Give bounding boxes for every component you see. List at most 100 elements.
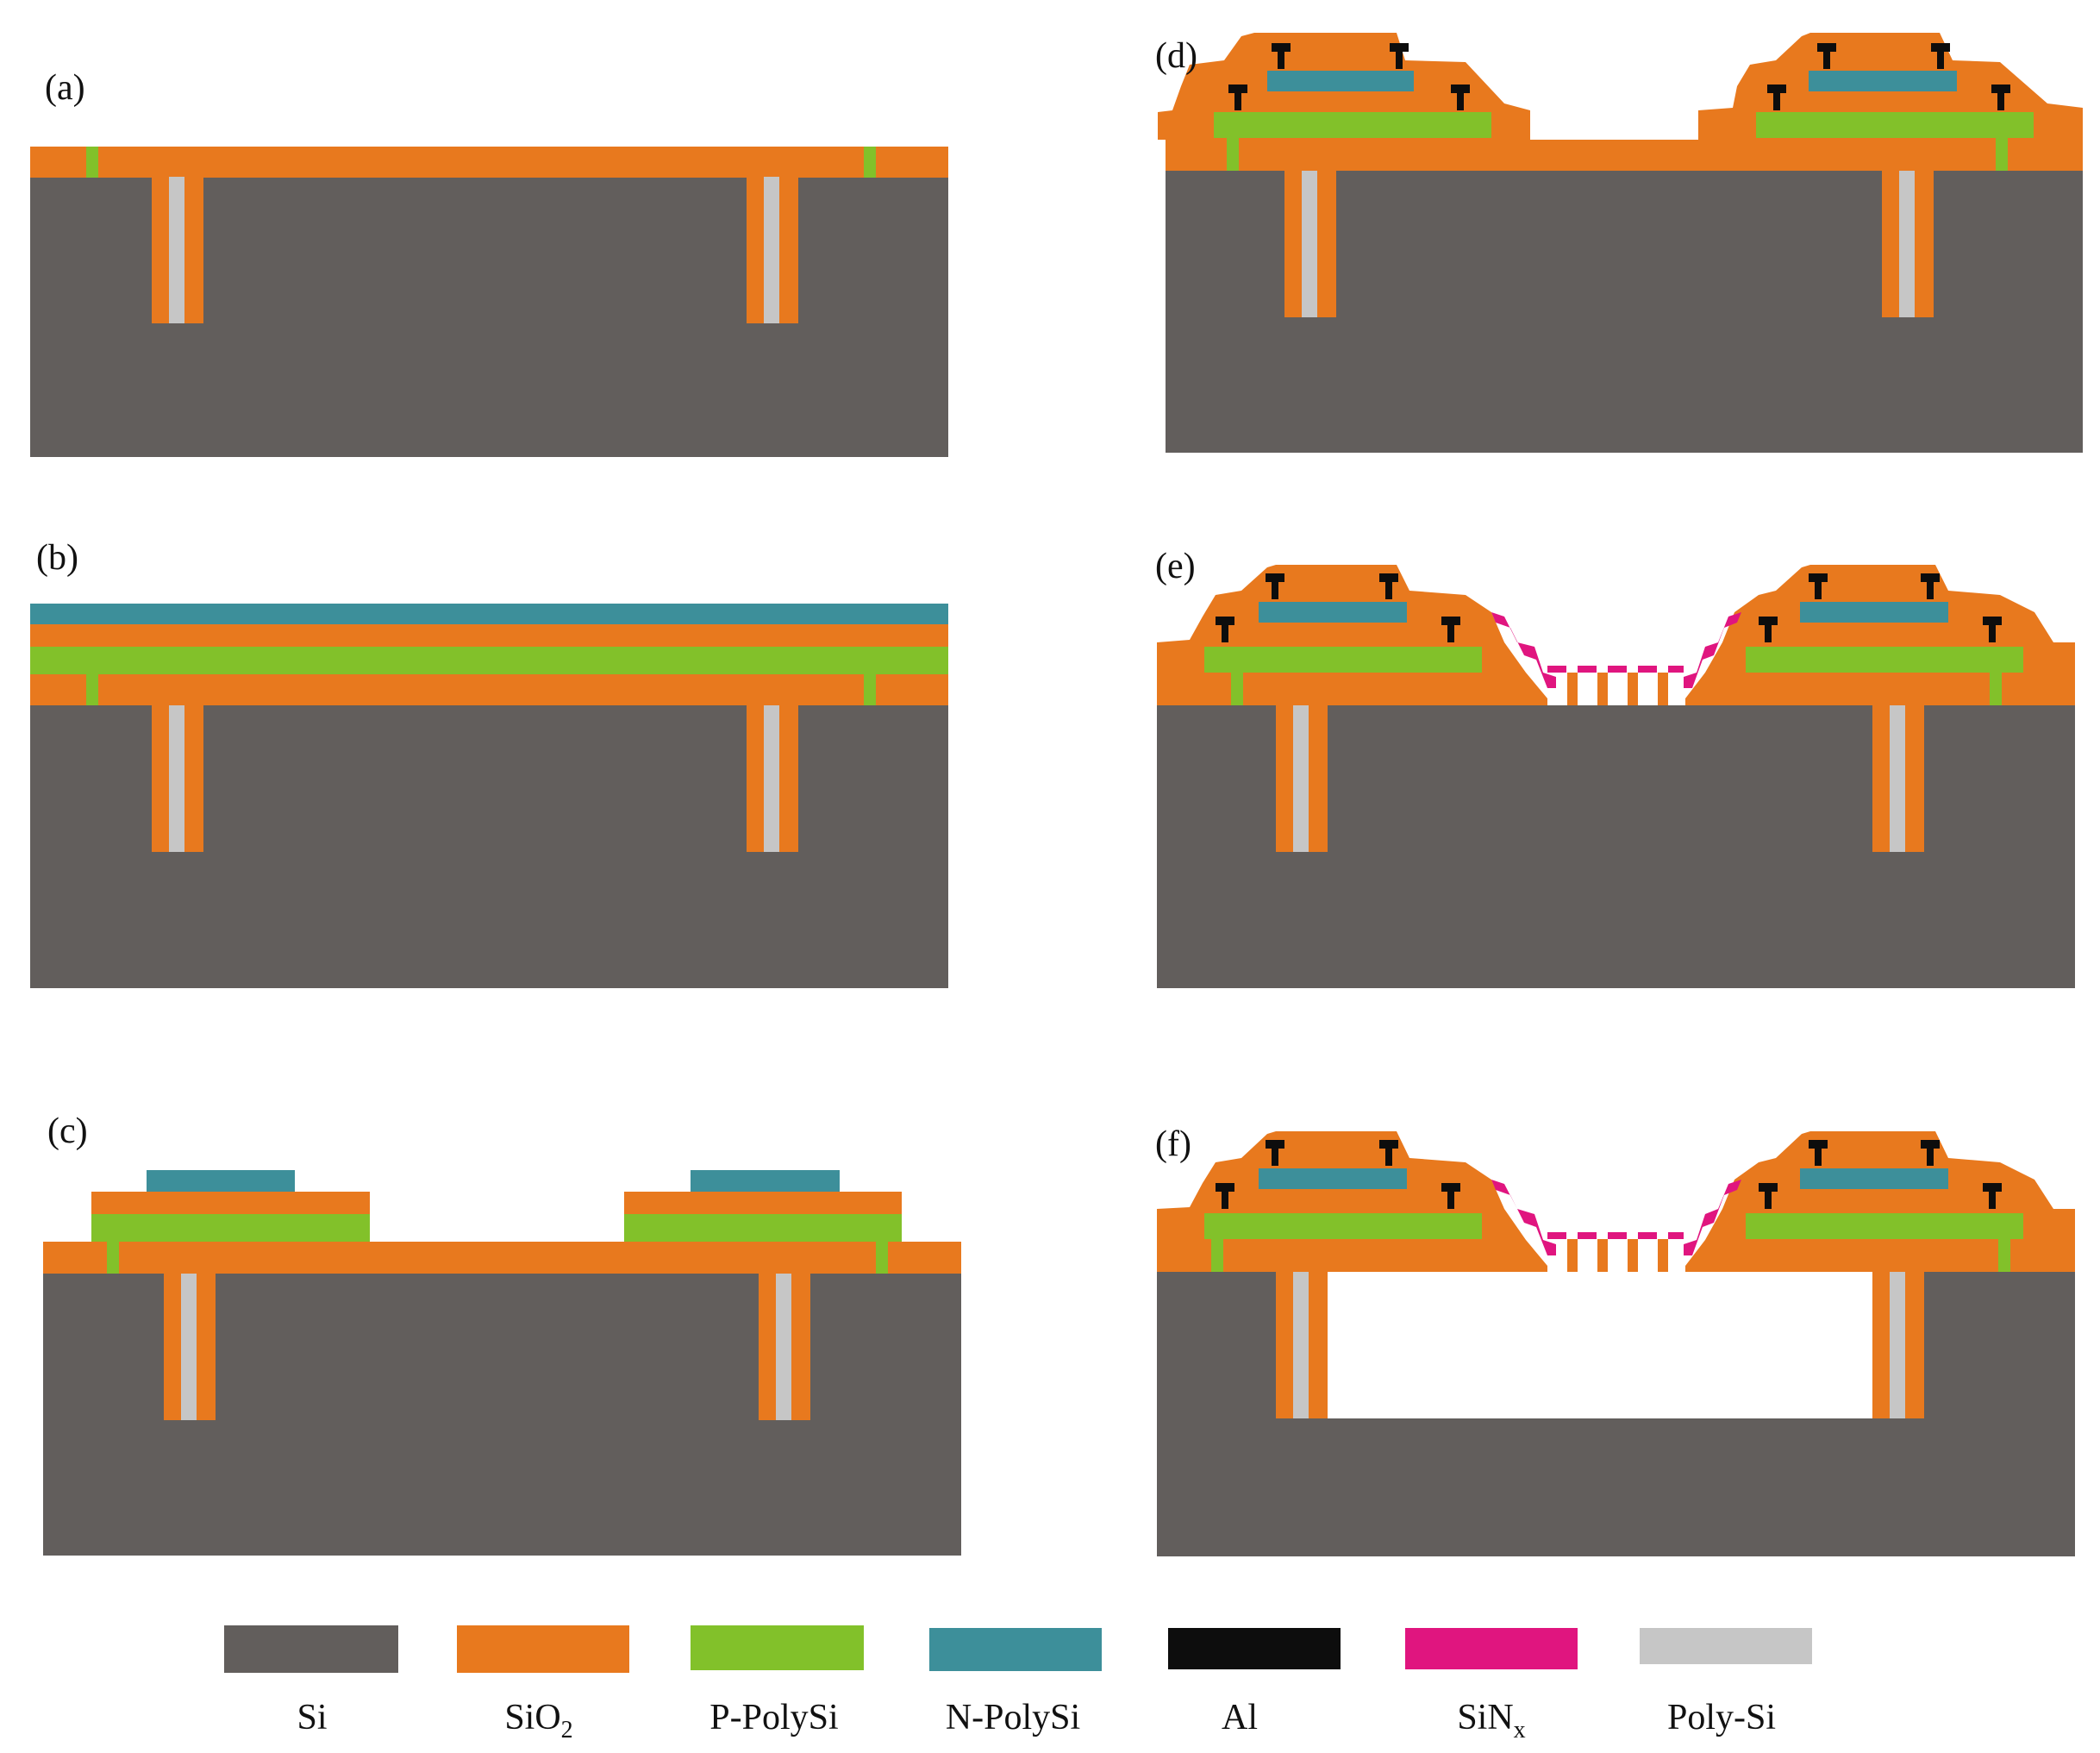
p-polysi-via-left (86, 147, 98, 178)
al-contact (1441, 617, 1460, 642)
al-contact (1379, 1140, 1398, 1166)
al-contact (1228, 85, 1247, 110)
p-polysi-layer (30, 647, 948, 674)
sio2-passivation-left (1157, 565, 1547, 705)
panel-b: (b) (30, 538, 948, 988)
al-contact (1767, 85, 1786, 110)
trench-polysi-right (1890, 1272, 1905, 1418)
al-contact (1759, 617, 1778, 642)
p-polysi-via-left (1211, 1239, 1223, 1272)
al-contact (1809, 573, 1828, 599)
legend-item-sinx: SiNx (1405, 1628, 1578, 1744)
legend-swatch (457, 1625, 629, 1673)
trench-polysi-right (764, 705, 779, 852)
panel-label: (a) (45, 68, 85, 108)
n-polysi-island-left (147, 1170, 295, 1192)
panel-label: (f) (1155, 1124, 1191, 1164)
p-polysi-via-right (864, 674, 876, 705)
sinx-liner-right (1684, 1180, 1741, 1255)
p-polysi-island-right (1756, 112, 2034, 138)
p-polysi-via-right (1998, 1239, 2010, 1272)
legend-swatch (1168, 1628, 1341, 1669)
al-contact (1441, 1183, 1460, 1209)
legend-item-n-polysi: N-PolySi (929, 1628, 1102, 1737)
panel-c: (c) (43, 1111, 961, 1556)
p-polysi-via-left (1231, 673, 1243, 705)
trench-polysi-right (764, 177, 779, 323)
p-polysi-island-left (1214, 112, 1491, 138)
panel-label: (b) (36, 538, 78, 578)
legend-label: P-PolySi (709, 1698, 838, 1737)
legend-swatch (1405, 1628, 1578, 1669)
panel-f: (f) (1155, 1124, 2075, 1556)
al-contact (1983, 617, 2002, 642)
trench-polysi-left (181, 1274, 197, 1420)
p-polysi-via-right (876, 1242, 888, 1274)
panel-e: (e) (1155, 547, 2075, 988)
legend-swatch (224, 1625, 398, 1673)
p-polysi-island-left (91, 1214, 370, 1242)
legend-label: Poly-Si (1667, 1698, 1776, 1737)
p-polysi-island-left (1204, 647, 1482, 673)
al-contact (1390, 43, 1409, 69)
release-hole-row (1547, 1232, 1684, 1272)
n-polysi-island-right (1800, 602, 1948, 623)
al-contact (1379, 573, 1398, 599)
al-contact (1931, 43, 1950, 69)
sio2-island-right (624, 1192, 902, 1214)
al-contact (1266, 573, 1284, 599)
sio2-island-left (91, 1192, 370, 1214)
p-polysi-via-right (1996, 138, 2008, 171)
etched-cavity (1326, 1272, 1874, 1418)
legend-item-poly-si: Poly-Si (1640, 1628, 1812, 1737)
n-polysi-island-left (1259, 602, 1407, 623)
legend-item-p-polysi: P-PolySi (691, 1625, 864, 1737)
trench-polysi-left (1293, 1272, 1309, 1418)
n-polysi-island-right (1800, 1168, 1948, 1189)
p-polysi-island-right (1746, 1213, 2023, 1239)
trench-polysi-right (1890, 705, 1905, 852)
sio2-layer (30, 674, 948, 705)
al-contact (1216, 617, 1234, 642)
n-polysi-island-left (1267, 71, 1414, 91)
p-polysi-island-right (1746, 647, 2023, 673)
legend-label: SiO2 (504, 1698, 572, 1744)
panel-a: (a) (30, 68, 948, 457)
p-polysi-via-left (1227, 138, 1239, 171)
sio2-layer (43, 1242, 961, 1274)
al-contact (1216, 1183, 1234, 1209)
trench-polysi-left (169, 705, 184, 852)
legend-label: Al (1222, 1698, 1258, 1737)
al-contact (1921, 1140, 1940, 1166)
sio2-base-layer (1166, 140, 2083, 171)
legend-label: Si (297, 1698, 327, 1737)
legend-item-al: Al (1168, 1628, 1341, 1737)
al-contact (1991, 85, 2010, 110)
p-polysi-island-right (624, 1214, 902, 1242)
sio2-passivation-right (1685, 565, 2075, 705)
trench-polysi-right (1899, 171, 1915, 317)
al-contact (1809, 1140, 1828, 1166)
legend-item-sio2: SiO2 (457, 1625, 629, 1744)
legend-label: N-PolySi (946, 1698, 1080, 1737)
al-contact (1759, 1183, 1778, 1209)
legend: Si SiO2 P-PolySi N-PolySi Al SiNx Poly-S… (224, 1625, 1812, 1744)
trench-polysi-right (776, 1274, 791, 1420)
panel-label: (e) (1155, 547, 1196, 586)
p-polysi-via-right (864, 147, 876, 178)
trench-polysi-left (169, 177, 184, 323)
panel-d: (d) (1155, 33, 2083, 453)
al-contact (1451, 85, 1470, 110)
n-polysi-layer (30, 604, 948, 624)
sio2-passivation-right (1685, 1131, 2075, 1272)
legend-swatch (691, 1625, 864, 1670)
sio2-layer (30, 624, 948, 647)
trench-polysi-left (1302, 171, 1317, 317)
sinx-liner-left (1491, 1180, 1556, 1255)
sio2-layer (30, 147, 948, 178)
legend-swatch (1640, 1628, 1812, 1664)
al-contact (1921, 573, 1940, 599)
p-polysi-via-left (107, 1242, 119, 1274)
n-polysi-island-right (1809, 71, 1957, 91)
